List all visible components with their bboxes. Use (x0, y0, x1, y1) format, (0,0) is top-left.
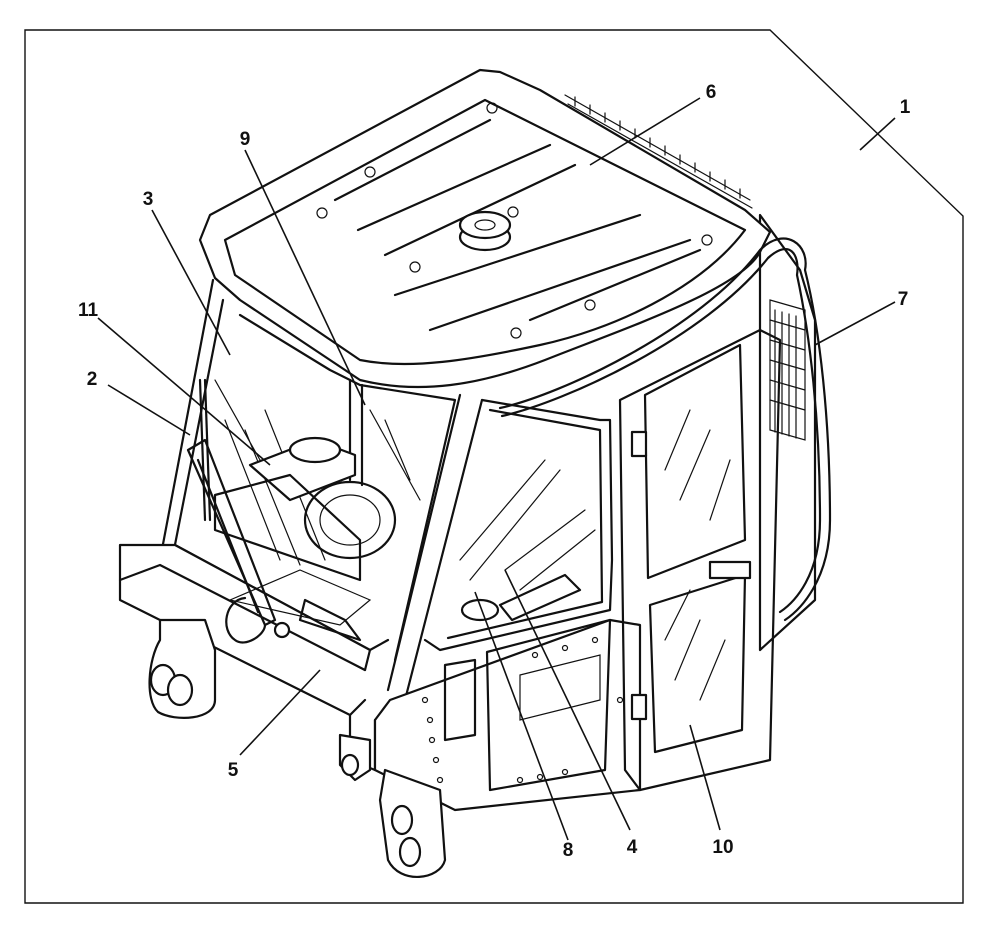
callout-11: 11 (78, 300, 99, 321)
leader-2 (107, 384, 191, 436)
callout-7: 7 (898, 289, 909, 310)
callout-4: 4 (627, 837, 638, 858)
diagram-frame (24, 29, 964, 904)
callout-1: 1 (900, 97, 911, 118)
callout-5: 5 (228, 760, 239, 781)
rear-handrail (498, 237, 832, 622)
leader-9 (244, 149, 366, 406)
callout-6: 6 (706, 82, 717, 103)
leader-lines (97, 97, 896, 841)
wiper (186, 378, 291, 644)
rear-grille (758, 213, 817, 652)
callout-10: 10 (712, 837, 733, 858)
leader-7 (814, 301, 896, 346)
callout-8: 8 (563, 840, 574, 861)
leader-1 (859, 117, 896, 151)
cab-drawing (118, 68, 832, 878)
mounting-lugs (148, 618, 447, 878)
leader-5 (239, 669, 321, 756)
leader-6 (589, 97, 701, 166)
callout-3: 3 (143, 189, 154, 210)
callout-2: 2 (87, 369, 98, 390)
leader-8 (474, 591, 569, 841)
leader-3 (151, 209, 231, 356)
callout-labels: 1 2 3 4 5 6 7 8 9 10 11 (78, 82, 911, 861)
callout-9: 9 (240, 129, 251, 150)
leader-4 (504, 569, 631, 831)
roof-panel (198, 68, 772, 389)
leader-10 (689, 724, 721, 831)
leader-11 (97, 317, 271, 466)
interior (213, 436, 582, 642)
